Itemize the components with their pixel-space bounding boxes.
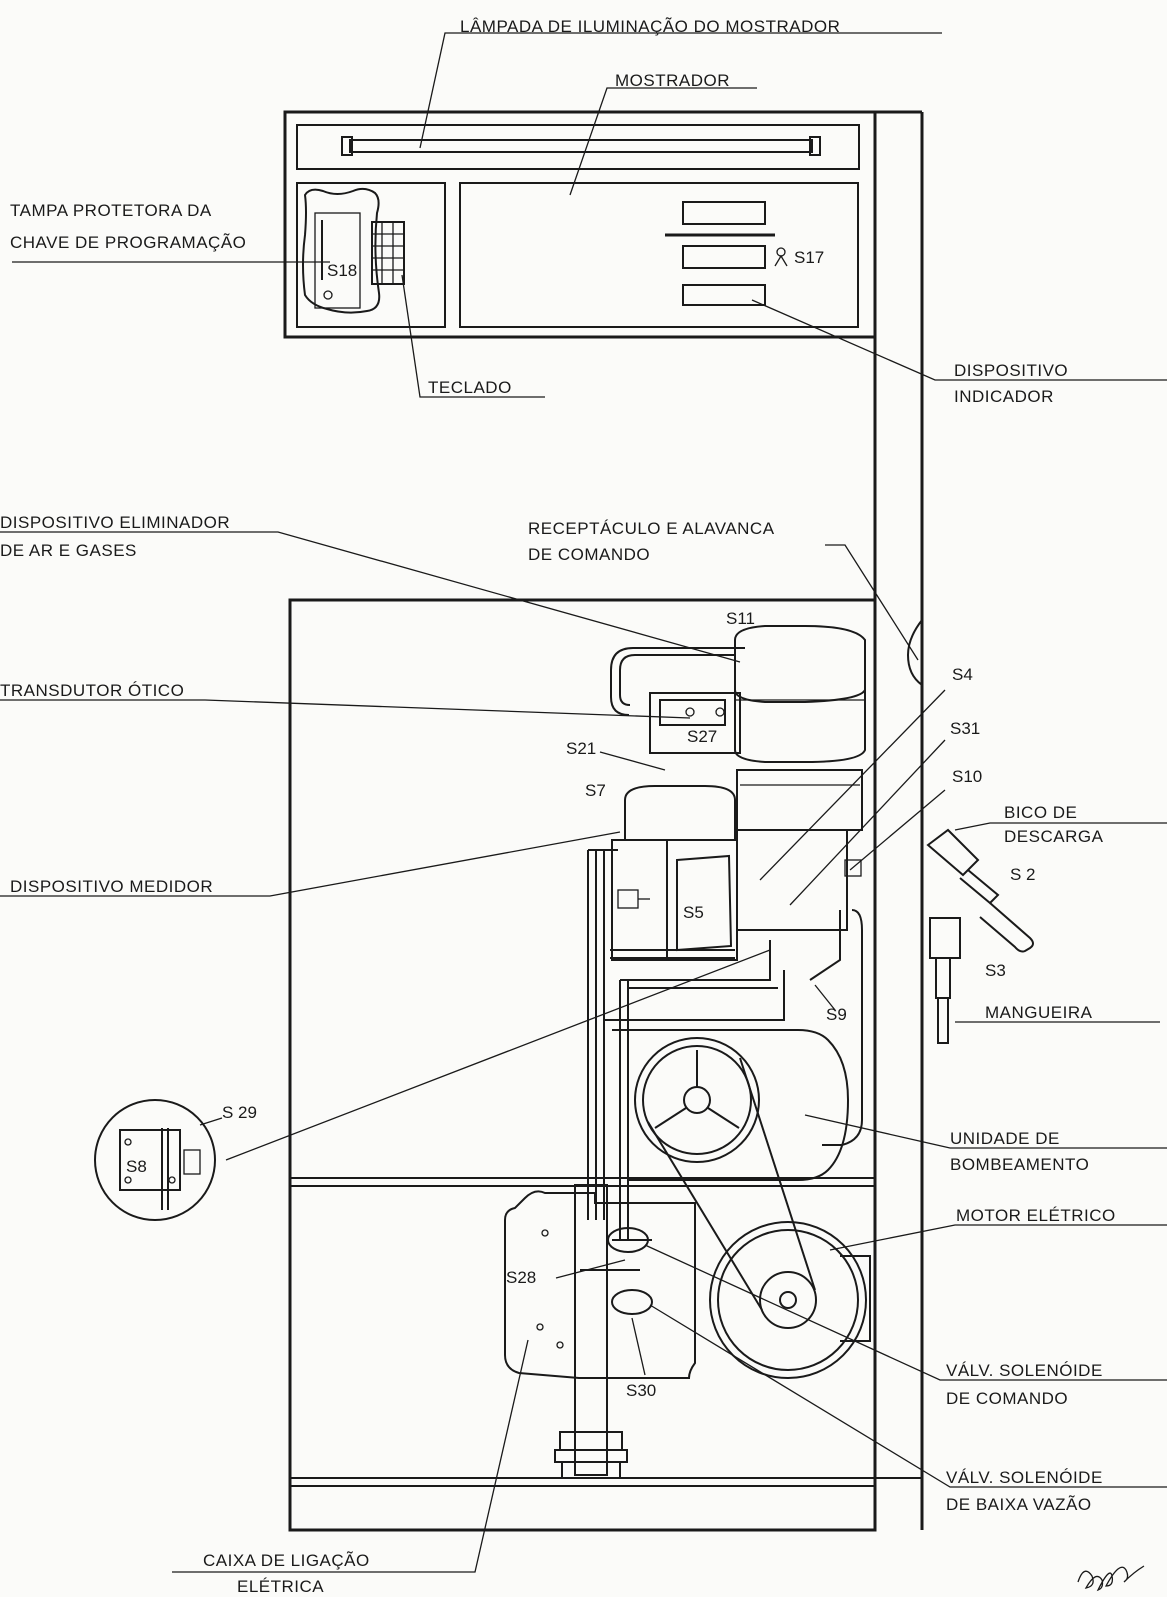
label-valv-baixa-2: DE BAIXA VAZÃO [946, 1495, 1092, 1514]
piping [580, 849, 863, 1271]
seal-s21: S21 [566, 739, 596, 758]
label-caixa-1: CAIXA DE LIGAÇÃO [203, 1551, 370, 1570]
keypad-grid [371, 221, 405, 285]
label-transdutor: TRANSDUTOR ÓTICO [0, 681, 184, 700]
seal-s27: S27 [687, 727, 717, 746]
seal-s11: S11 [726, 609, 755, 628]
air-eliminator-tank [610, 625, 866, 763]
label-valv-com-1: VÁLV. SOLENÓIDE [946, 1361, 1103, 1380]
label-valv-baixa-1: VÁLV. SOLENÓIDE [946, 1468, 1103, 1487]
label-disp-ind-1: DISPOSITIVO [954, 361, 1068, 380]
optical-transducer [649, 692, 741, 754]
leader-lines [0, 32, 1167, 1573]
label-unidade-1: UNIDADE DE [950, 1129, 1060, 1148]
label-caixa-2: ELÉTRICA [237, 1577, 324, 1596]
label-mangueira: MANGUEIRA [985, 1003, 1093, 1022]
seal-s29: S 29 [222, 1103, 257, 1122]
seal-s2: S 2 [1010, 865, 1036, 884]
electric-motor [647, 1057, 871, 1379]
label-teclado: TECLADO [428, 378, 512, 397]
label-valv-com-2: DE COMANDO [946, 1389, 1068, 1408]
label-disp-ind-2: INDICADOR [954, 387, 1054, 406]
label-bico-1: BICO DE [1004, 803, 1077, 822]
seal-s17: S17 [794, 248, 824, 267]
label-recept-1: RECEPTÁCULO E ALAVANCA [528, 519, 775, 538]
label-tampa-2: CHAVE DE PROGRAMAÇÃO [10, 233, 246, 252]
pumping-unit [627, 1029, 850, 1181]
nozzle-hose [906, 619, 1034, 1044]
label-recept-2: DE COMANDO [528, 545, 650, 564]
label-elim-2: DE AR E GASES [0, 541, 137, 560]
label-elim-1: DISPOSITIVO ELIMINADOR [0, 513, 230, 532]
label-bico-2: DESCARGA [1004, 827, 1104, 846]
seal-s28: S28 [506, 1268, 536, 1287]
seal-s7: S7 [585, 781, 606, 800]
seal-s5: S5 [683, 903, 704, 922]
meter-body [611, 769, 863, 961]
keyboard-panel [296, 182, 446, 328]
label-lampada: LÂMPADA DE ILUMINAÇÃO DO MOSTRADOR [460, 17, 840, 36]
seal-s4: S4 [952, 665, 973, 684]
seal-s10: S10 [952, 767, 982, 786]
label-motor: MOTOR ELÉTRICO [956, 1206, 1116, 1225]
signature [1077, 1565, 1145, 1592]
seal-labels: S18 S17 S11 S4 S31 S10 S21 S27 S7 S 2 S5… [126, 248, 1036, 1400]
seal-s31: S31 [950, 719, 980, 738]
seal-s3: S3 [985, 961, 1006, 980]
lamp-tube [296, 124, 860, 170]
cabinet-frame [283, 110, 924, 1532]
seal-s18: S18 [327, 261, 357, 280]
labels: LÂMPADA DE ILUMINAÇÃO DO MOSTRADOR MOSTR… [0, 17, 1116, 1596]
label-medidor: DISPOSITIVO MEDIDOR [10, 877, 213, 896]
display-panel [459, 182, 859, 328]
seal-s30: S30 [626, 1381, 656, 1400]
label-unidade-2: BOMBEAMENTO [950, 1155, 1089, 1174]
detail-magnifier [94, 1099, 216, 1221]
junction-box [504, 1184, 696, 1479]
label-tampa-1: TAMPA PROTETORA DA [10, 201, 212, 220]
seal-s9: S9 [826, 1005, 847, 1024]
seal-s8: S8 [126, 1157, 147, 1176]
label-mostrador: MOSTRADOR [615, 71, 730, 90]
